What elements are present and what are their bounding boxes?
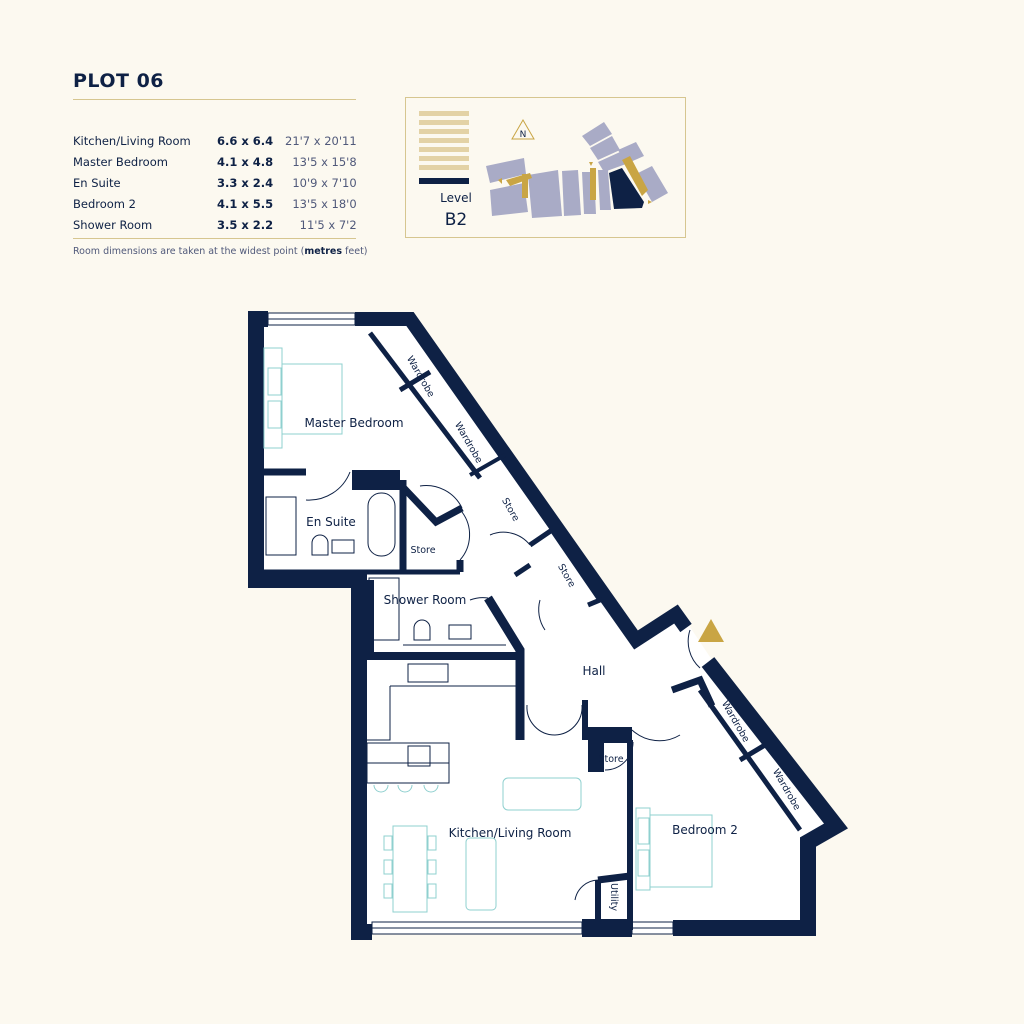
page-title: PLOT 06	[73, 70, 165, 92]
sink	[407, 663, 449, 683]
north-icon: N	[511, 119, 535, 140]
outer-walls	[248, 311, 848, 940]
room-label-master-bedroom: Master Bedroom	[304, 416, 403, 430]
fixtures	[265, 492, 518, 784]
level-label: Level	[440, 191, 472, 205]
dimensions-note: Room dimensions are taken at the widest …	[73, 246, 368, 257]
doors	[305, 471, 701, 901]
windows	[267, 312, 674, 935]
basin-2	[448, 624, 472, 640]
room-label-hall: Hall	[582, 664, 605, 678]
level-value: B2	[445, 210, 467, 230]
svg-text:N: N	[520, 130, 527, 140]
sofa	[502, 777, 582, 811]
level-stack	[419, 111, 469, 184]
dining-table	[392, 825, 428, 913]
sofa-2	[465, 837, 497, 911]
building-blocks	[486, 122, 668, 218]
core-areas	[498, 156, 652, 204]
interior-walls	[262, 331, 803, 930]
room-label-en-suite: En Suite	[306, 515, 356, 529]
room-label-store: Store	[598, 754, 623, 765]
room-label-kitchen-living: Kitchen/Living Room	[449, 826, 572, 840]
room-label-shower-room: Shower Room	[384, 593, 467, 607]
bathtub	[367, 492, 396, 557]
basin	[331, 539, 355, 554]
entrance-icon	[698, 619, 724, 642]
plot-highlight	[609, 168, 644, 209]
key-plan: Level B2 N	[405, 97, 686, 238]
master-bed	[281, 363, 343, 435]
divider	[73, 99, 356, 100]
floor-area	[255, 319, 836, 930]
current-level-bar	[419, 178, 469, 184]
bedroom2-bed	[649, 814, 713, 888]
room-label-store: Store	[410, 545, 435, 556]
furniture	[263, 347, 713, 913]
toilet-2	[413, 619, 431, 641]
divider	[73, 238, 356, 239]
hob	[407, 745, 431, 767]
shower-tray-2	[368, 577, 400, 641]
toilet	[311, 534, 329, 556]
shower-tray	[265, 496, 297, 556]
room-label-utility: Utility	[608, 883, 619, 911]
room-label-bedroom-2: Bedroom 2	[672, 823, 738, 837]
